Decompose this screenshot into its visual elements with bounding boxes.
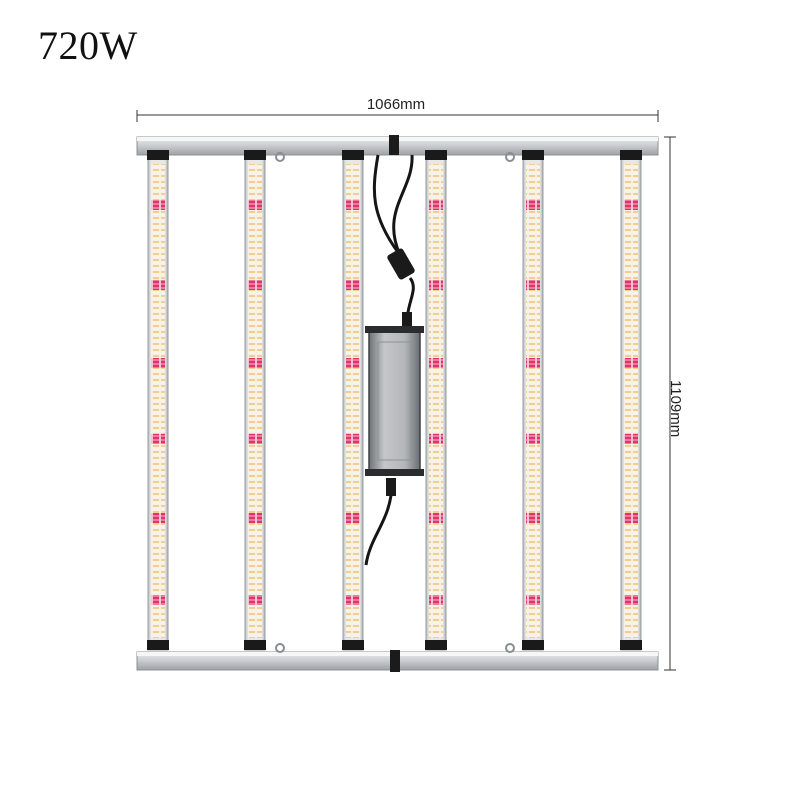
- wattage-title: 720W: [38, 23, 138, 68]
- led-bar: [147, 150, 169, 651]
- power-driver-box: [365, 326, 424, 476]
- width-dimension-label: 1066mm: [366, 96, 426, 113]
- hanging-rings: [275, 152, 515, 653]
- width-dimension-line: [136, 110, 659, 122]
- led-bar: [244, 150, 266, 651]
- led-bar: [522, 150, 544, 651]
- led-bar: [620, 150, 642, 651]
- bottom-frame-rail: [136, 650, 659, 672]
- cable-connector: [386, 248, 415, 496]
- led-bar: [342, 150, 364, 651]
- top-frame-rail: [136, 135, 659, 156]
- led-bar: [425, 150, 447, 651]
- height-dimension-line: [664, 136, 676, 671]
